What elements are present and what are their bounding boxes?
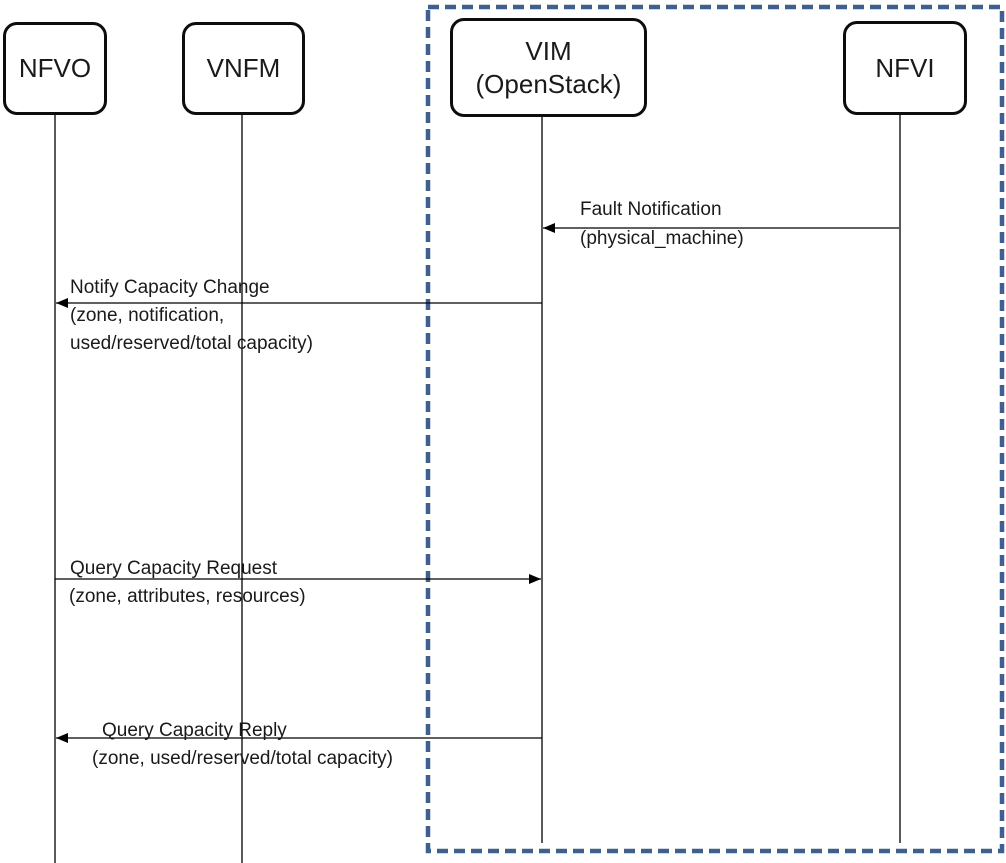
actor-box-vnfm: VNFM (182, 22, 305, 115)
actor-box-nfvo: NFVO (3, 22, 107, 115)
actor-label-nfvi: NFVI (875, 52, 935, 83)
message-params-query-capacity-request: (zone, attributes, resources) (69, 586, 306, 607)
message-params-query-capacity-reply: (zone, used/reserved/total capacity) (92, 748, 393, 769)
actor-label-nfvo: NFVO (18, 53, 92, 84)
actor-label-vnfm: VNFM (206, 53, 281, 84)
nfv-scope-dashed-border (425, 4, 1005, 854)
message-label-notify-capacity-change: Notify Capacity Change (70, 277, 270, 298)
actor-box-nfvi: NFVI (843, 21, 967, 115)
actor-box-vim: VIM (OpenStack) (450, 18, 647, 117)
message-label-query-capacity-request: Query Capacity Request (70, 558, 277, 579)
message-label-query-capacity-reply: Query Capacity Reply (102, 720, 287, 741)
message-label-fault-notification: Fault Notification (580, 199, 722, 220)
message-params-fault-notification: (physical_machine) (580, 228, 744, 249)
actor-label-vim: VIM (OpenStack) (475, 36, 622, 99)
message-params-notify-capacity-change: (zone, notification, used/reserved/total… (70, 305, 313, 354)
